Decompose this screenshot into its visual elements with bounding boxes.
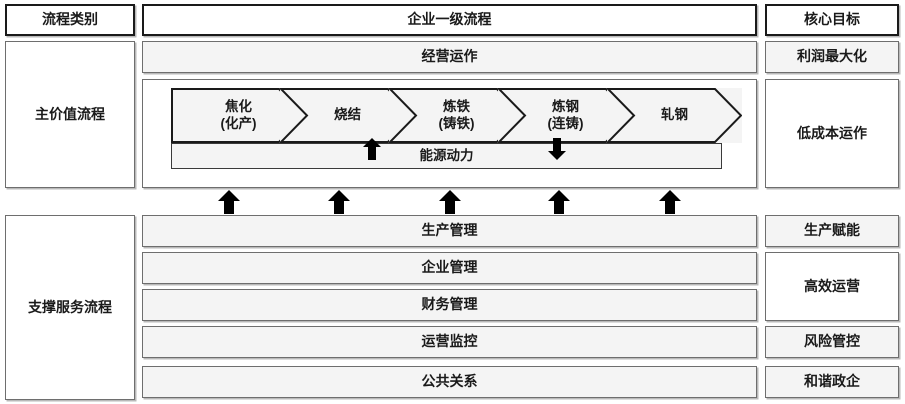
arrow-down-icon [548,138,566,160]
energy-down-arrow [547,138,567,160]
support-row-public-relations[interactable]: 公共关系 [142,366,757,398]
arrow-up-icon [328,190,350,214]
goal-risk-control: 风险管控 [765,326,899,358]
process-step-rolling[interactable]: 轧钢 [607,88,742,143]
chevron-shape-icon [607,88,742,143]
arrow-up-icon [218,190,240,214]
arrow-up-icon [548,190,570,214]
process-step-label: 炼钢 (连铸) [547,98,584,131]
support-arrow-5 [658,190,682,214]
arrow-up-icon [439,190,461,214]
header-enterprise-process: 企业一级流程 [142,4,757,36]
goal-efficient-operation: 高效运营 [765,252,899,321]
support-row-financial-management[interactable]: 财务管理 [142,289,757,321]
support-row-enterprise-management[interactable]: 企业管理 [142,252,757,284]
category-support-service-process: 支撑服务流程 [5,215,135,400]
goal-profit-maximization: 利润最大化 [765,41,899,73]
support-arrow-3 [438,190,462,214]
energy-up-arrow [362,138,382,160]
main-value-operation-bar: 经营运作 [142,41,757,73]
category-main-value-process: 主价值流程 [5,41,135,188]
chevron-shape-icon [498,88,633,143]
arrow-up-icon [659,190,681,214]
support-row-production-management[interactable]: 生产管理 [142,215,757,247]
support-arrow-2 [327,190,351,214]
process-step-label: 炼铁 (铸铁) [438,98,475,131]
arrow-up-icon [363,138,381,160]
chevron-shape-icon [280,88,415,143]
goal-production-empowerment: 生产赋能 [765,215,899,247]
goal-low-cost-operation: 低成本运作 [765,79,899,188]
process-step-label: 轧钢 [661,107,688,123]
support-arrow-1 [217,190,241,214]
chevron-shape-icon [389,88,524,143]
support-row-operation-monitoring[interactable]: 运营监控 [142,326,757,358]
goal-harmonious-gov-enterprise: 和谐政企 [765,366,899,398]
process-step-label: 焦化 (化产) [220,98,257,131]
energy-power-bar: 能源动力 [171,143,722,169]
header-core-goal: 核心目标 [765,4,899,36]
support-arrow-4 [547,190,571,214]
process-step-label: 烧结 [334,107,361,123]
header-category: 流程类别 [5,4,135,36]
